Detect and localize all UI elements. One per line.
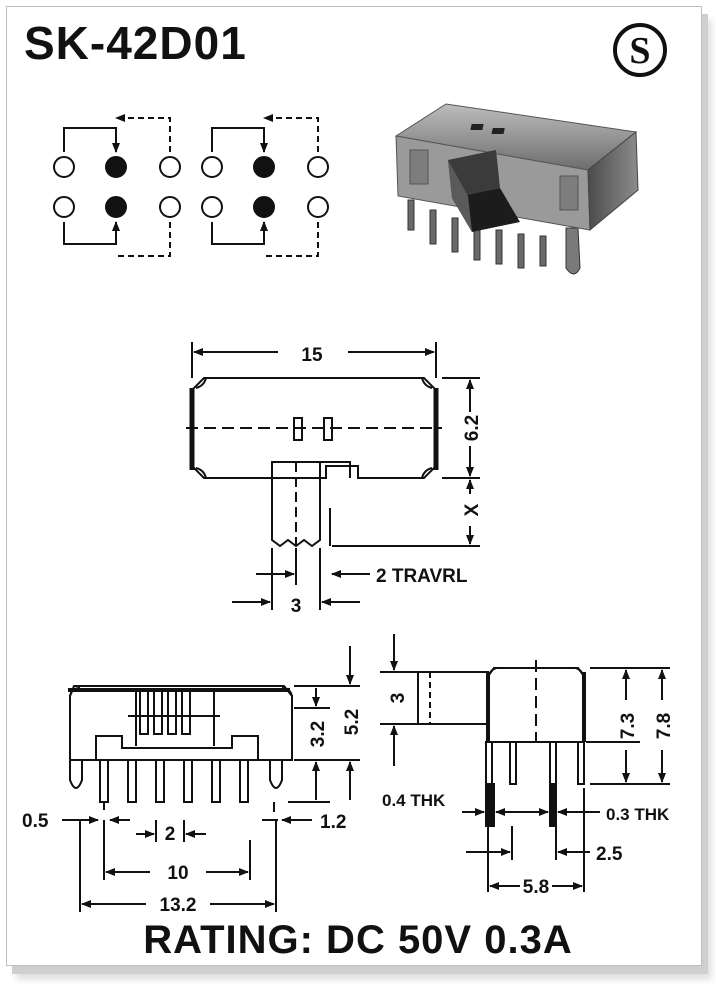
pin-length-label: 1.2 <box>320 812 346 833</box>
terminal-open-icon <box>159 196 181 218</box>
actuator-height-label: 3 <box>388 693 409 704</box>
product-photo <box>394 103 639 275</box>
front-view-dimensions <box>62 646 354 908</box>
pitch-label: 2 <box>165 824 176 845</box>
pin-row-label: 2.5 <box>596 844 623 865</box>
side-total-height-label: 7.8 <box>654 713 675 739</box>
terminal-common-icon <box>105 156 127 178</box>
schematic-terminals <box>53 156 329 218</box>
side-view-drawing <box>380 660 670 892</box>
terminal-open-icon <box>53 196 75 218</box>
pin-span-label: 5.8 <box>523 877 549 898</box>
terminal-common-icon <box>105 196 127 218</box>
svg-text:S: S <box>629 30 650 72</box>
body-height-label: 3.2 <box>308 721 329 747</box>
top-height-label: 6.2 <box>462 415 483 441</box>
manufacturer-logo-icon: S <box>612 22 668 78</box>
terminal-open-icon <box>53 156 75 178</box>
terminal-open-icon <box>307 156 329 178</box>
terminal-open-icon <box>159 156 181 178</box>
travel-label: 2 TRAVRL <box>376 566 468 587</box>
left-thickness-label: 0.4 THK <box>382 791 446 810</box>
top-width-label: 15 <box>301 345 323 366</box>
total-height-label: 5.2 <box>342 709 363 735</box>
right-thickness-label: 0.3 THK <box>606 805 670 824</box>
top-view-dimensions <box>193 348 474 606</box>
front-view-drawing <box>68 685 360 912</box>
side-body-height-label: 7.3 <box>618 713 639 739</box>
top-view-drawing <box>186 342 480 610</box>
actuator-width-label: 3 <box>291 596 302 617</box>
actuator-length-label: X <box>462 503 483 516</box>
pin-width-label: 0.5 <box>22 811 49 832</box>
terminal-common-icon <box>253 196 275 218</box>
terminal-open-icon <box>201 196 223 218</box>
part-number-title: SK-42D01 <box>24 17 247 69</box>
overall-width-label: 13.2 <box>160 895 197 916</box>
terminal-open-icon <box>201 156 223 178</box>
span-label: 10 <box>167 863 188 884</box>
circuit-schematic <box>63 114 319 257</box>
terminal-common-icon <box>253 156 275 178</box>
rating-text: RATING: DC 50V 0.3A <box>143 918 573 962</box>
terminal-open-icon <box>307 196 329 218</box>
side-view-dimensions <box>390 634 666 890</box>
